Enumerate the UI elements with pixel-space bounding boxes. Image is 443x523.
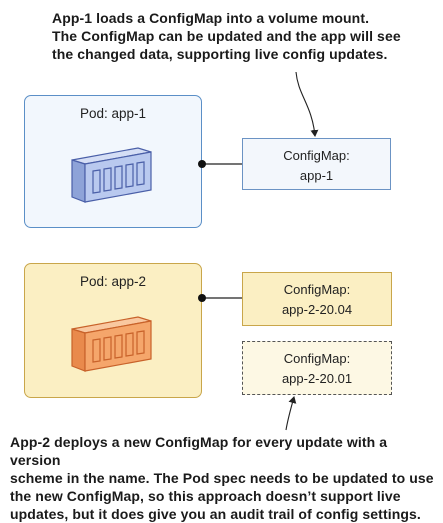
- callout-arrow: [285, 396, 297, 431]
- configmap-title: ConfigMap:: [283, 282, 351, 297]
- container-icon: [71, 147, 152, 203]
- pod-label: Pod: app-1: [79, 106, 147, 121]
- container-icon: [71, 316, 152, 372]
- bottom-annotation: App-2 deploys a new ConfigMap for every …: [10, 434, 434, 522]
- configmap-app-2-20-01: ConfigMap: app-2-20.01: [242, 341, 392, 395]
- callout-arrow: [295, 71, 319, 137]
- configmap-title: ConfigMap:: [283, 148, 350, 163]
- configmap-title: ConfigMap:: [283, 351, 351, 366]
- pod-label: Pod: app-2: [79, 274, 147, 289]
- volume-mount-connector: [198, 294, 242, 302]
- top-annotation: App-1 loads a ConfigMap into a volume mo…: [52, 10, 401, 62]
- configmap-app-2-20-04: ConfigMap: app-2-20.04: [242, 272, 392, 326]
- configmap-name: app-2-20.04: [281, 302, 353, 317]
- configmap-name: app-2-20.01: [281, 371, 353, 386]
- configmap-name: app-1: [299, 168, 334, 183]
- volume-mount-connector: [198, 160, 242, 168]
- configmap-app-1: ConfigMap: app-1: [242, 138, 391, 190]
